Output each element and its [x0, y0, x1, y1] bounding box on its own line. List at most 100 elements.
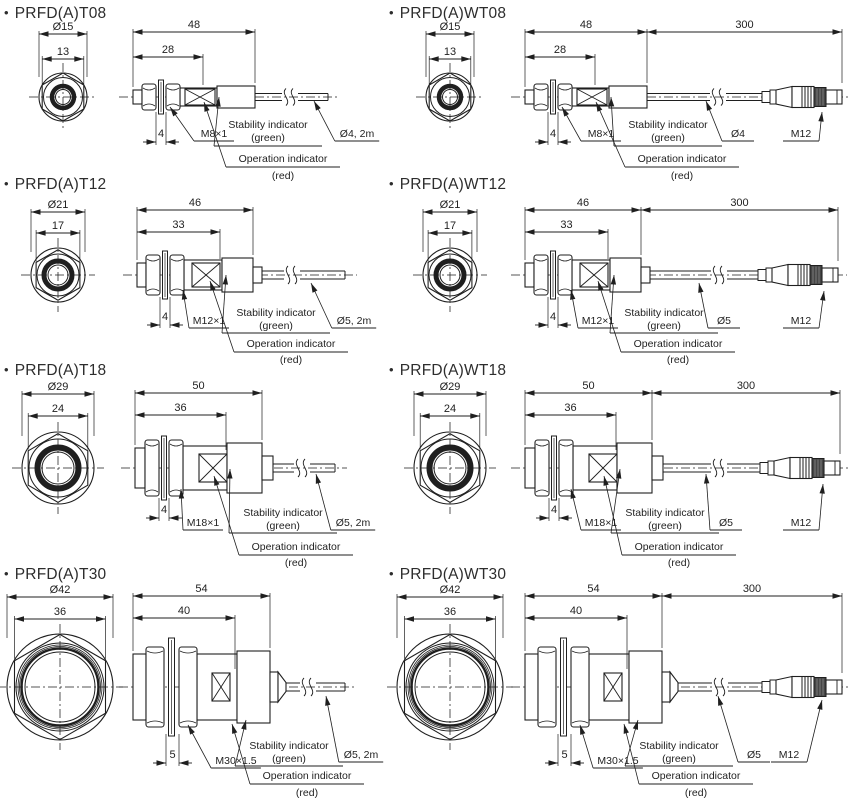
cable-break-mark — [720, 677, 726, 697]
rear-housing — [608, 85, 648, 109]
stability-indicator-text: (green) — [259, 320, 293, 332]
leader-line — [231, 723, 251, 785]
arrowhead — [698, 283, 704, 293]
arrowhead — [539, 515, 549, 521]
hex-nut — [533, 254, 549, 296]
front-body-circle — [405, 642, 495, 732]
indicator-window-diagonal — [191, 262, 221, 288]
hex-nut — [165, 83, 181, 111]
cable-spec-text: Ø5 — [747, 749, 761, 761]
front-thread-ring — [17, 644, 103, 730]
arrowhead — [193, 54, 203, 60]
nut-chamfer — [538, 720, 556, 724]
front-across-flats-text: 36 — [54, 606, 66, 618]
thread-length-text: 36 — [564, 402, 576, 414]
leader-line — [315, 473, 332, 531]
arrowhead — [31, 209, 41, 215]
connector-spec-text: M12 — [791, 517, 812, 529]
front-across-flats-text: 36 — [444, 606, 456, 618]
arrowhead — [170, 107, 178, 117]
stability-indicator-text: (green) — [651, 132, 685, 144]
cable-taper — [277, 670, 287, 704]
nut-chamfer — [558, 258, 572, 262]
arrowhead — [74, 56, 84, 62]
sensor-title-prfda-t30: •PRFD(A)T30 — [4, 566, 106, 584]
arrowhead — [470, 413, 480, 419]
arrowhead — [476, 391, 486, 397]
arrowhead — [525, 29, 535, 35]
arrowhead — [241, 720, 247, 730]
arrowhead — [315, 474, 322, 484]
cable-step — [640, 266, 651, 284]
cable-break-mark — [302, 458, 308, 478]
arrowhead — [525, 593, 535, 599]
connector-taper — [771, 263, 789, 287]
connector-cable-length-text: 300 — [730, 197, 748, 209]
arrowhead — [404, 616, 414, 622]
sensing-tip — [136, 262, 147, 288]
arrowhead — [214, 476, 220, 486]
front-core-circle — [442, 89, 458, 105]
stability-indicator-text: Stability indicator — [625, 507, 705, 519]
sensing-tip — [134, 447, 146, 489]
arrowhead — [181, 290, 188, 300]
stability-indicator-text: Stability indicator — [236, 307, 316, 319]
leader-line — [597, 280, 622, 353]
hex-nut — [144, 439, 160, 497]
operation-indicator-text: (red) — [272, 170, 294, 182]
cable-break-mark — [719, 458, 725, 478]
arrowhead — [170, 322, 180, 328]
hex-nut — [145, 646, 165, 728]
cable-break-mark — [283, 88, 289, 106]
connector-collar — [769, 89, 777, 105]
front-hexagon — [427, 249, 473, 301]
bullet-marker: • — [4, 5, 9, 20]
arrowhead — [429, 56, 439, 62]
thread-spec-text: M30×1.5 — [597, 755, 638, 767]
indicator-window-diagonal — [576, 88, 608, 106]
front-sensing-ring — [436, 83, 464, 111]
arrowhead — [426, 31, 436, 37]
hex-nut — [557, 83, 573, 111]
cable-outline — [262, 270, 345, 280]
arrowhead — [662, 593, 672, 599]
arrowhead — [28, 413, 38, 419]
arrowhead — [215, 97, 221, 107]
operation-indicator-text: (red) — [685, 787, 707, 799]
bullet-marker: • — [389, 5, 394, 20]
front-outer-diameter-text: Ø15 — [53, 21, 74, 33]
rear-housing — [628, 650, 663, 724]
arrowhead — [647, 29, 657, 35]
front-body-circle — [43, 77, 83, 117]
washer-width-text: 4 — [551, 504, 557, 516]
stability-indicator-text: Stability indicator — [243, 507, 323, 519]
arrowhead — [832, 29, 842, 35]
connector-spec-text: M12 — [791, 315, 812, 327]
arrowhead — [580, 725, 586, 735]
arrowhead — [493, 594, 503, 600]
cable-spec-text: Ø5 — [719, 517, 733, 529]
arrowhead — [631, 207, 641, 213]
nut-chamfer — [146, 258, 160, 262]
front-hexagon — [428, 72, 472, 122]
arrowhead — [210, 281, 216, 291]
cable-step — [651, 455, 664, 481]
sensing-tip — [524, 653, 539, 721]
bullet-marker: • — [389, 176, 394, 191]
indicator-window-diagonal — [184, 88, 216, 106]
arrowhead — [617, 615, 627, 621]
front-body-circle — [28, 438, 88, 498]
arrowhead — [525, 229, 535, 235]
hex-nut — [168, 439, 184, 497]
arrowhead — [570, 290, 576, 300]
nut-chamfer — [534, 103, 548, 107]
arrowhead — [606, 412, 616, 418]
arrowhead — [179, 760, 189, 766]
arrowhead — [467, 209, 477, 215]
front-sensing-ring — [41, 258, 75, 292]
arrowhead — [133, 29, 143, 35]
